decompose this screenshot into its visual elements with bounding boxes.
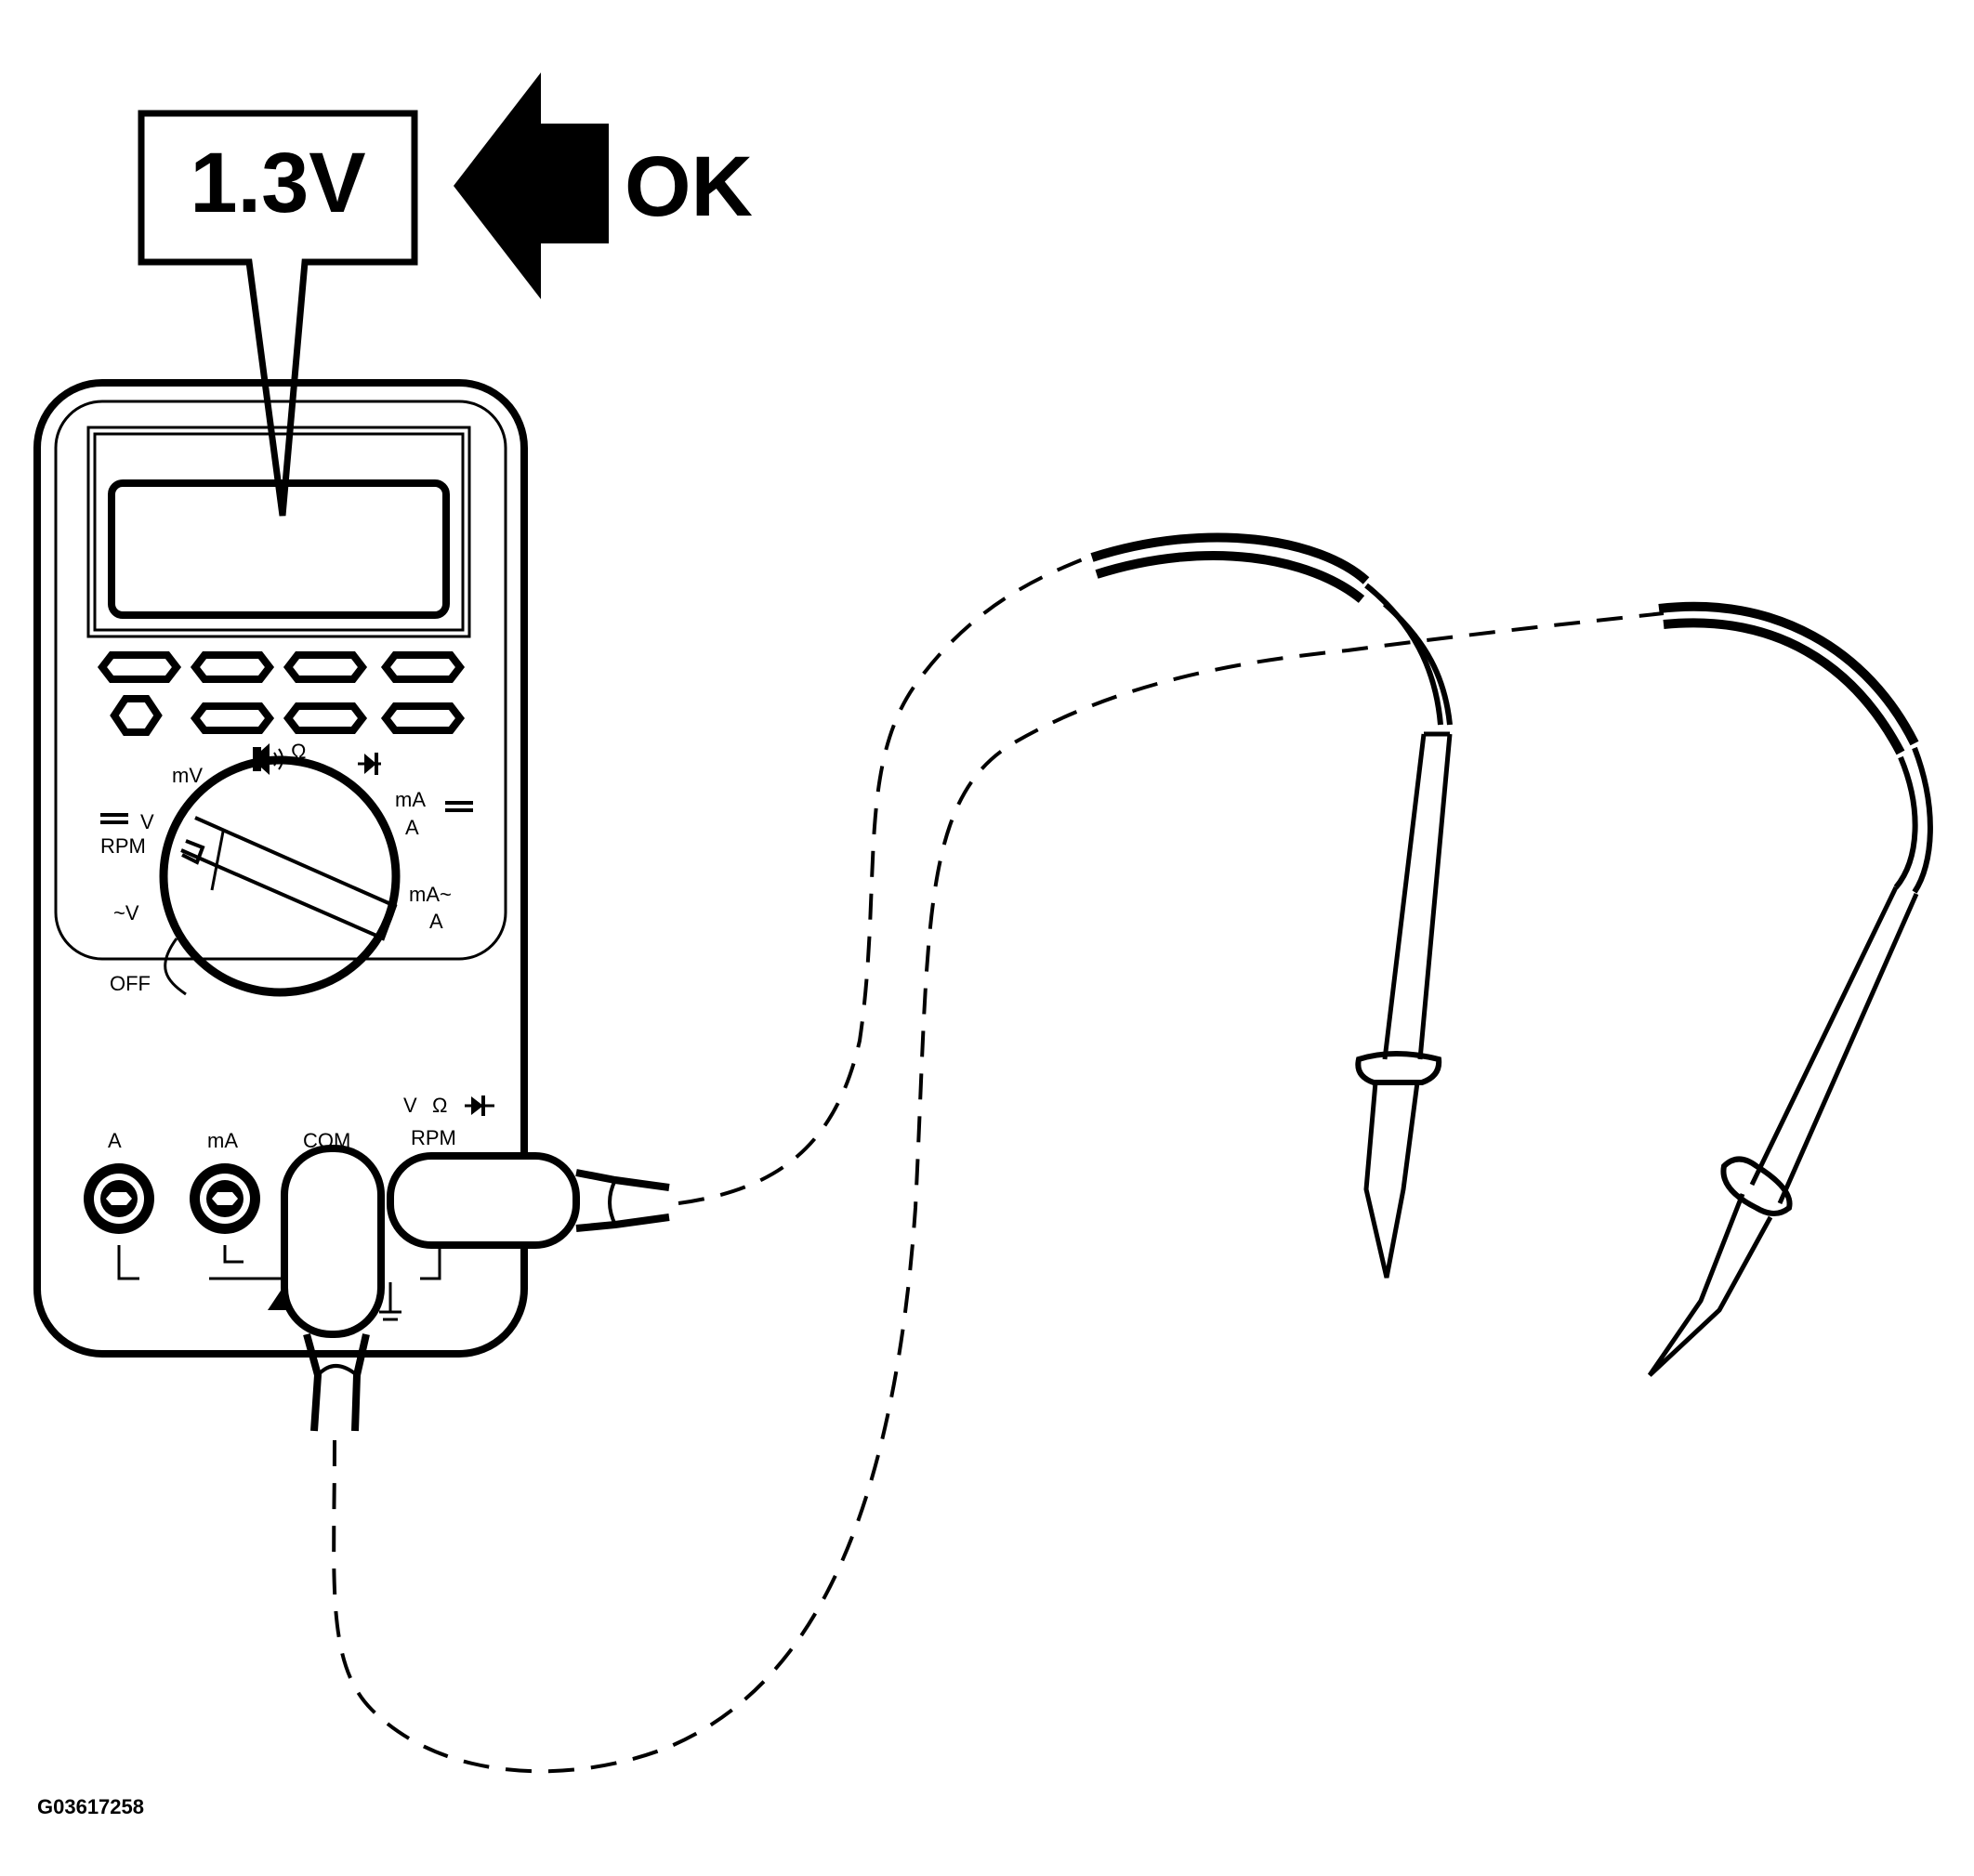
test-probe-black [1647,601,1933,1377]
figure-id: G03617258 [37,1795,144,1818]
dial-label-v-dc: V [140,810,154,833]
meter-button[interactable] [283,702,368,734]
meter-body [33,379,528,1358]
dial-label-v-ac: ~V [113,901,139,925]
diode-icon [358,753,381,775]
test-probe-red [1090,532,1453,1279]
jack-label-ma: mA [207,1129,238,1152]
meter-button[interactable] [97,651,182,683]
meter-button[interactable] [380,702,466,734]
power-button[interactable] [110,695,163,736]
v-ohm-probe-plug [387,1152,670,1249]
arrow-left-icon [454,72,609,299]
continuity-icon [253,743,283,775]
dial-label-rpm: RPM [100,834,146,858]
status-ok-label: OK [625,139,753,234]
meter-button[interactable] [190,651,275,683]
black-lead-wire [332,611,1665,1774]
dial-label-a-ac: A [429,910,443,933]
dc-symbol-icon [100,813,128,824]
dial-label-a-dc: A [405,816,419,839]
jack-label-ohm: Ω [432,1094,447,1117]
lcd-display [108,479,450,619]
reading-value: 1.3V [190,136,365,230]
red-lead-wire [678,556,1088,1205]
button-panel [97,651,466,736]
dial-label-ohm: Ω [291,740,306,763]
reading-callout: 1.3V [138,110,418,517]
dial-label-mv: mV [172,764,203,787]
jack-a[interactable] [84,1163,154,1234]
dial-label-ma-ac: mA~ [409,883,452,906]
dc-symbol-icon [445,801,473,812]
jack-label-a: A [108,1129,122,1152]
diode-icon [465,1095,494,1116]
jack-label-rpm: RPM [411,1126,456,1149]
rotary-dial[interactable] [159,755,401,997]
jack-ma[interactable] [190,1163,260,1234]
jack-label-v: V [403,1094,417,1117]
meter-button[interactable] [283,651,368,683]
dial-label-off: OFF [110,972,151,995]
meter-button[interactable] [380,651,466,683]
meter-button[interactable] [190,702,275,734]
com-probe-plug [281,1145,385,1432]
dial-label-ma-dc: mA [395,788,426,811]
